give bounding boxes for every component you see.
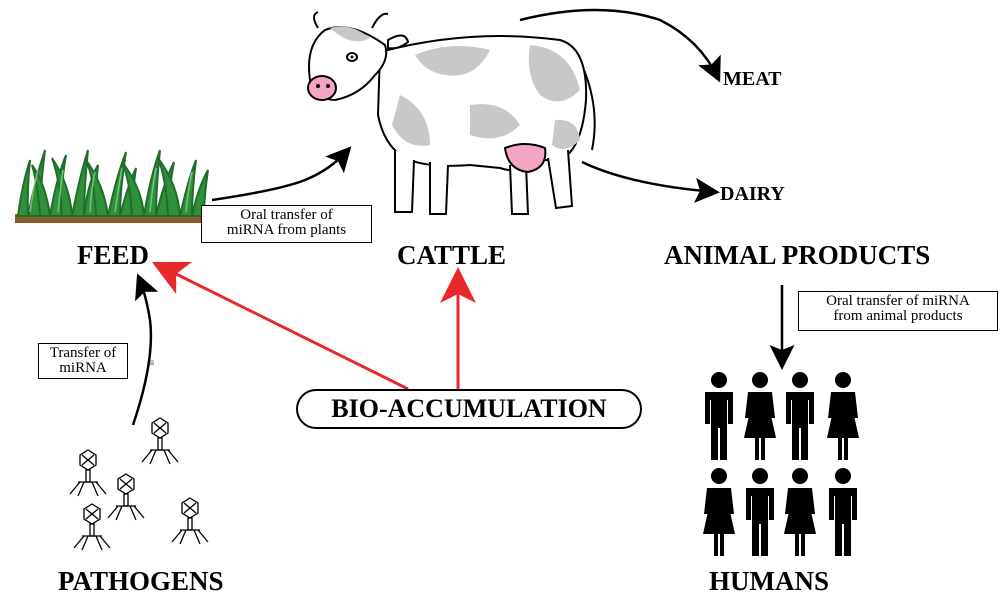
cattle-label: CATTLE — [397, 242, 506, 269]
person-female-icon — [703, 468, 735, 556]
bio-to-feed-arrow — [160, 266, 408, 389]
person-male-icon — [829, 468, 857, 556]
feed-to-cattle-note: Oral transfer of miRNA from plants — [201, 205, 372, 243]
humans-label: HUMANS — [709, 568, 829, 595]
cattle-to-dairy-arrow — [582, 162, 715, 192]
person-male-icon — [786, 372, 814, 460]
feed-to-cattle-note-line1: Oral transfer of — [205, 208, 368, 223]
cow-illustration — [308, 12, 595, 214]
grass-feed-illustration — [15, 150, 210, 223]
mirna-mark: ᵢᵢ — [150, 353, 154, 368]
animal-products-label: ANIMAL PRODUCTS — [664, 242, 930, 269]
feed-to-cattle-arrow — [212, 150, 348, 200]
feed-to-cattle-note-line2: miRNA from plants — [205, 223, 368, 238]
products-to-humans-note-line1: Oral transfer of miRNA — [802, 294, 994, 309]
pathogens-label: PATHOGENS — [58, 568, 224, 595]
products-to-humans-note: Oral transfer of miRNA from animal produ… — [798, 291, 998, 331]
pathogens-to-feed-arrow — [133, 278, 151, 425]
humans-illustration — [703, 372, 859, 556]
pathogen-phages — [70, 418, 208, 550]
pathogens-to-feed-note-line2: miRNA — [42, 361, 124, 376]
meat-label: MEAT — [723, 69, 782, 89]
pathogens-to-feed-note: Transfer of miRNA — [38, 343, 128, 379]
person-female-icon — [784, 468, 816, 556]
person-female-icon — [827, 372, 859, 460]
bio-accumulation-label: BIO-ACCUMULATION — [296, 389, 642, 429]
dairy-label: DAIRY — [720, 184, 785, 204]
products-to-humans-note-line2: from animal products — [802, 309, 994, 324]
person-male-icon — [705, 372, 733, 460]
person-male-icon — [746, 468, 774, 556]
pathogens-to-feed-note-line1: Transfer of — [42, 346, 124, 361]
feed-label: FEED — [77, 242, 149, 269]
person-female-icon — [744, 372, 776, 460]
